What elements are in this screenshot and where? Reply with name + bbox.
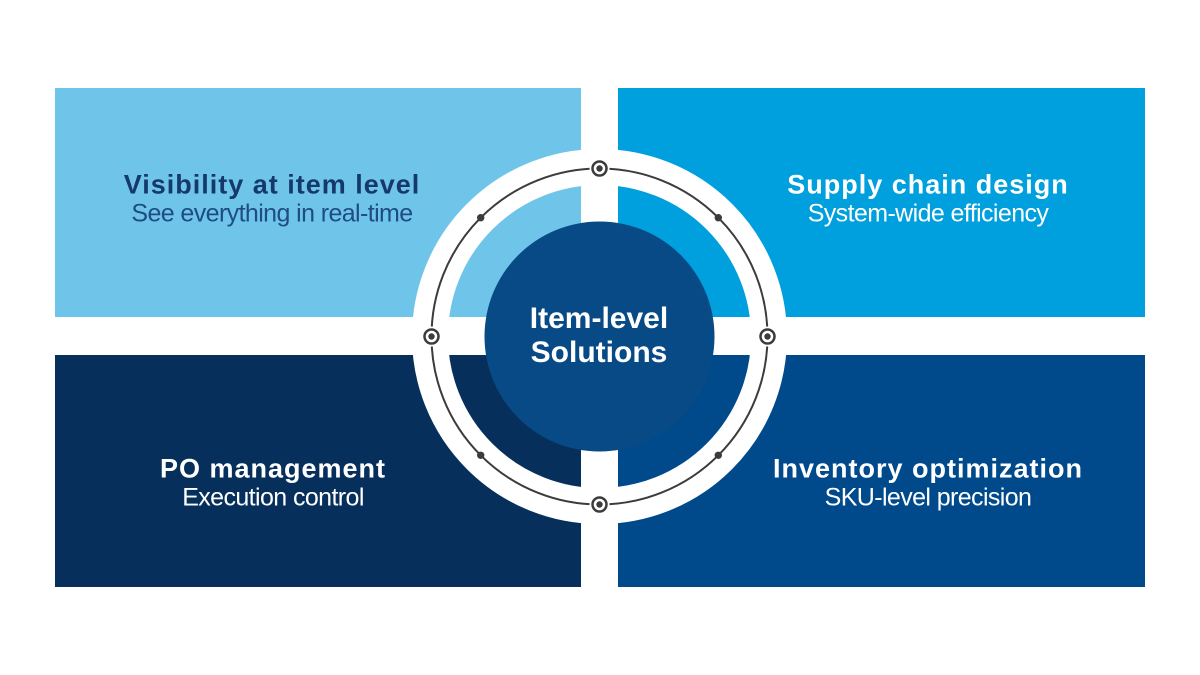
label-inventory: Inventory optimization SKU-level precisi… — [772, 453, 1084, 512]
cardinal-node-top — [589, 158, 610, 179]
quadrant-subtitle: See everything in real-time — [131, 199, 413, 228]
center-label-line2: Solutions — [530, 336, 668, 369]
quadrant-title: PO management — [159, 453, 387, 484]
quadrant-title: Inventory optimization — [772, 453, 1084, 484]
quadrant-title: Visibility at item level — [123, 169, 421, 200]
quadrant-subtitle: System-wide efficiency — [807, 199, 1049, 228]
label-supply-chain: Supply chain design System-wide efficien… — [787, 169, 1069, 228]
cardinal-node-left — [421, 326, 442, 347]
quadrant-title: Supply chain design — [787, 169, 1069, 200]
center-circle — [484, 221, 715, 452]
diagonal-dots — [477, 214, 722, 459]
label-visibility: Visibility at item level See everything … — [123, 169, 421, 228]
label-po-management: PO management Execution control — [159, 453, 387, 512]
quadrant-subtitle: SKU-level precision — [824, 483, 1032, 512]
cardinal-node-bottom — [589, 494, 610, 515]
center-label-line1: Item-level — [529, 302, 669, 335]
quadrant-subtitle: Execution control — [182, 483, 364, 512]
center-label: Item-level Solutions — [530, 302, 668, 370]
cardinal-node-right — [757, 326, 778, 347]
